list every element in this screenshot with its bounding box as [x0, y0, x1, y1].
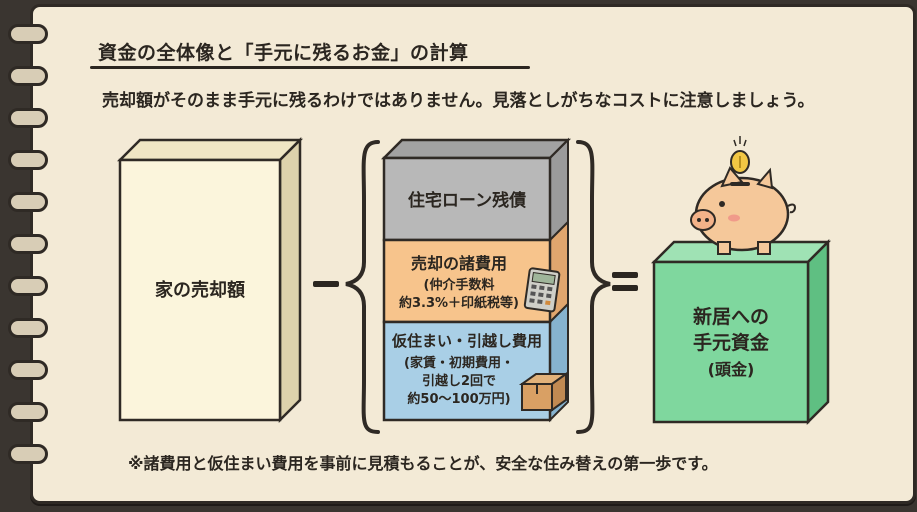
- left-brace: [345, 140, 380, 434]
- selling-costs-detail-2: 約3.3%＋印紙税等): [399, 296, 519, 311]
- sale-box-shape: [116, 136, 304, 424]
- result-label-1: 新居への: [692, 306, 769, 328]
- cost-stack-shape: [380, 137, 572, 423]
- temp-housing-detail-1: (家賃・初期費用・: [404, 356, 514, 371]
- temp-housing-label: 仮住まい・引越し費用: [391, 332, 542, 350]
- right-brace: [576, 140, 611, 434]
- coin-icon: [730, 136, 750, 174]
- temp-housing-detail-3: 約50〜100万円): [407, 392, 511, 407]
- calculator-icon: [523, 267, 561, 313]
- result-label-2: 手元資金: [692, 332, 769, 354]
- equals-sign-top: [612, 272, 638, 278]
- equals-sign-bottom: [612, 285, 638, 291]
- sale-amount-label: 家の売却額: [155, 280, 245, 301]
- page-title: 資金の全体像と「手元に残るお金」の計算: [98, 42, 469, 64]
- minus-sign: [313, 281, 339, 287]
- footnote: ※諸費用と仮住まい費用を事前に見積もることが、安全な住み替えの第一歩です。: [128, 454, 718, 473]
- title-underline: [90, 66, 530, 69]
- result-box-shape: [650, 238, 832, 426]
- piggy-bank-icon: [690, 166, 796, 255]
- selling-costs-label: 売却の諸費用: [410, 254, 507, 273]
- temp-housing-detail-2: 引越し2回で: [421, 374, 497, 389]
- selling-costs-detail-1: (仲介手数料: [423, 278, 495, 293]
- loan-balance-label: 住宅ローン残債: [407, 191, 527, 211]
- result-label-3: (頭金): [707, 360, 755, 379]
- page-subtitle: 売却額がそのまま手元に残るわけではありません。見落としがちなコストに注意しましょ…: [102, 91, 815, 111]
- cardboard-box-icon: [518, 372, 570, 412]
